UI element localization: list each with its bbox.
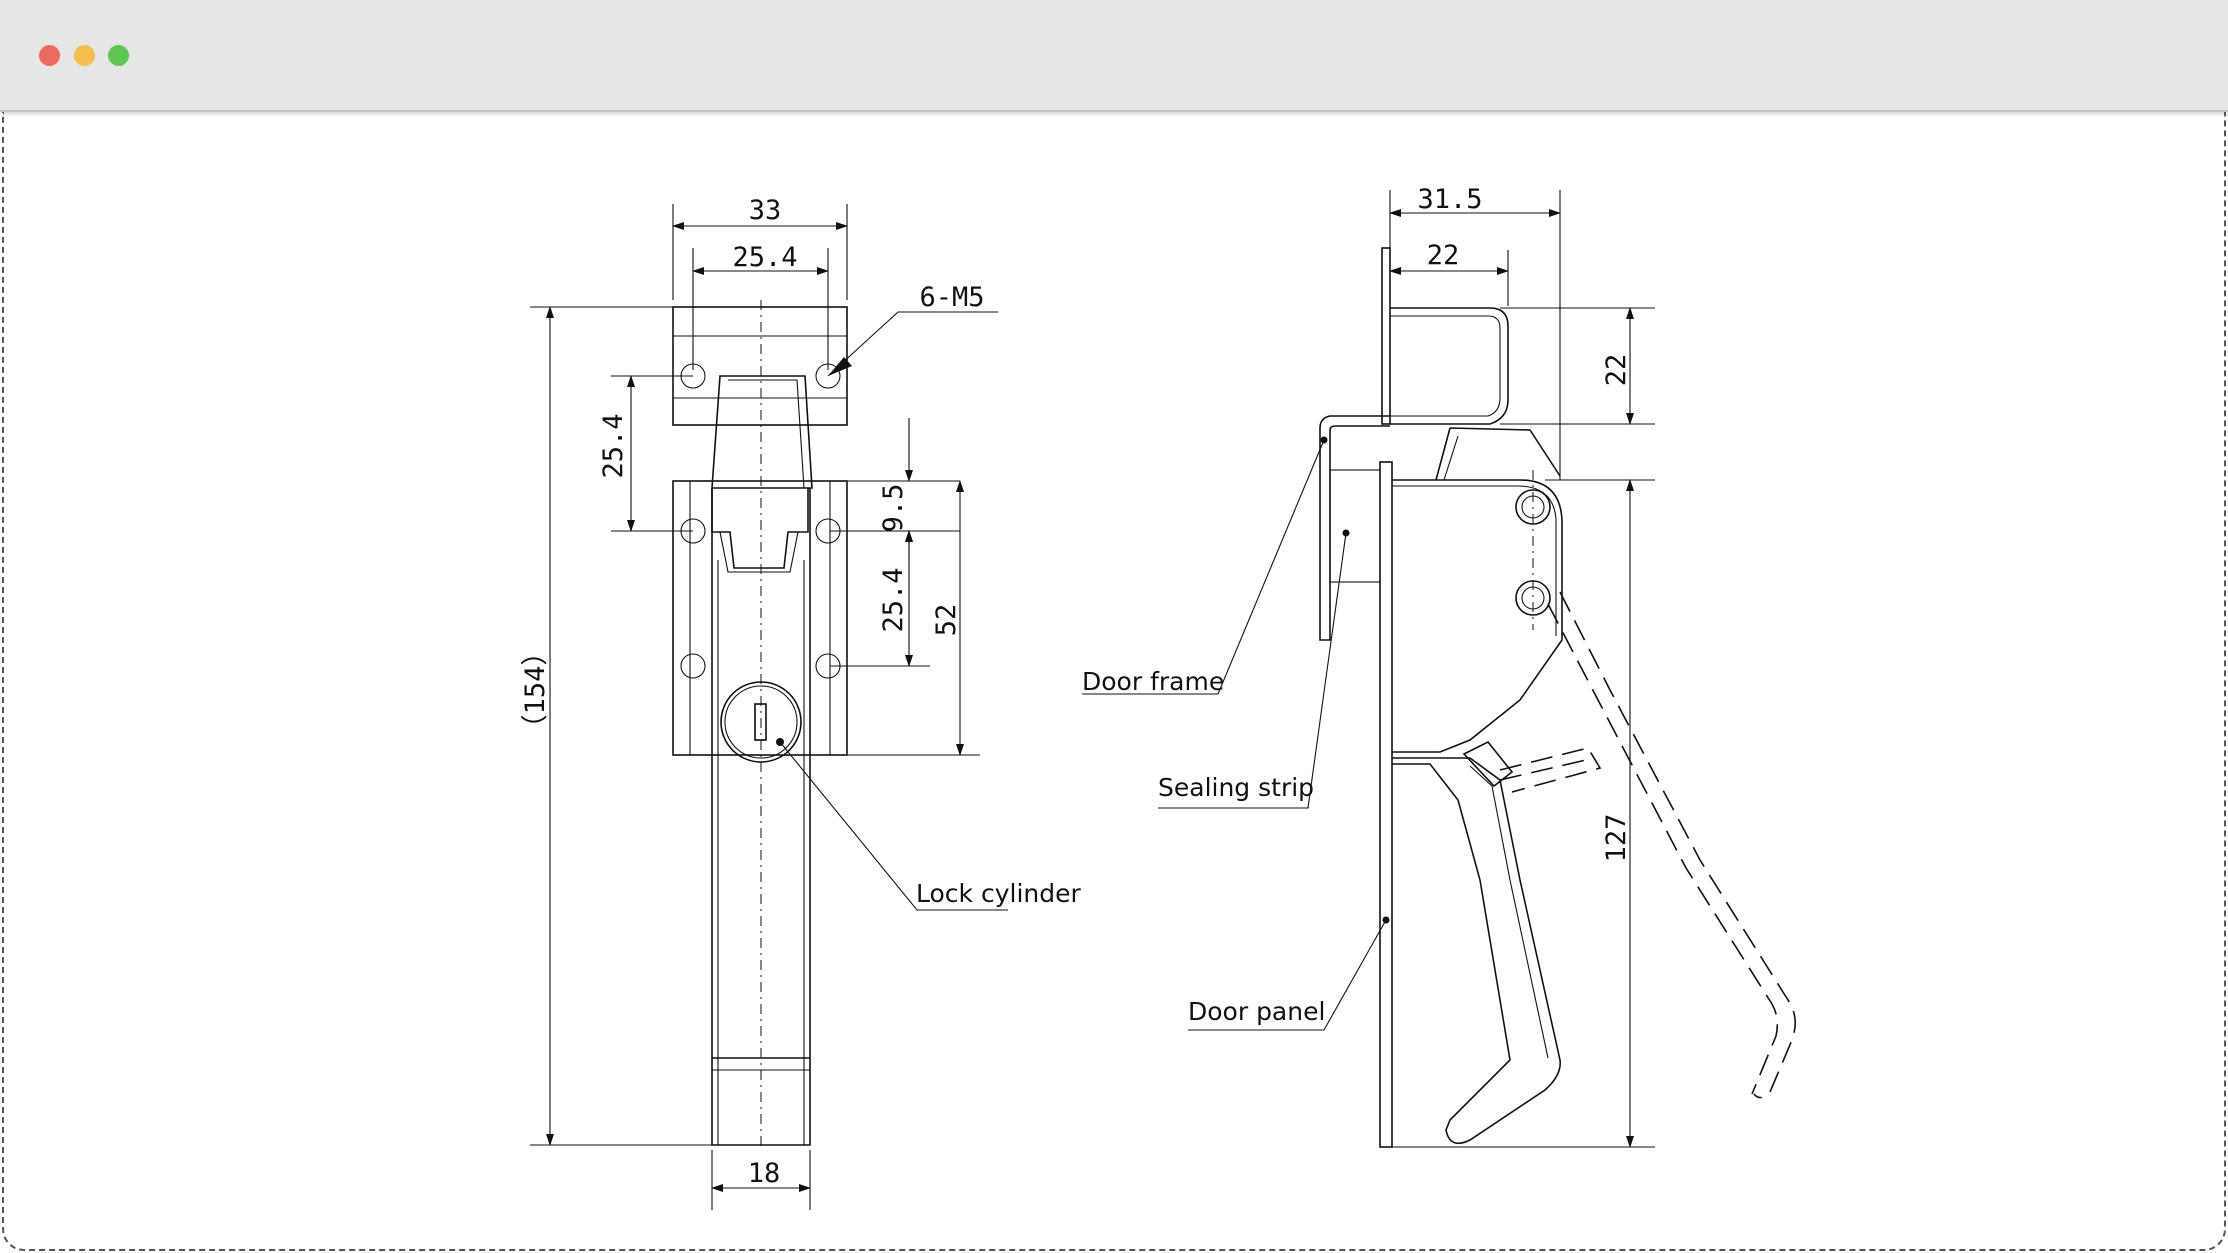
title-bar [0, 0, 2228, 112]
dim-22-horizontal: 22 [1427, 240, 1460, 271]
middle-mounting-block [672, 480, 848, 756]
front-view: 33 25.4 6-M5 25.4 （154） [520, 195, 1081, 1210]
dim-18: 18 [748, 1158, 781, 1189]
handle-open-stop [1499, 747, 1602, 793]
sealing-strip-leader [1158, 532, 1347, 809]
label-lock-cylinder: Lock cylinder [916, 879, 1081, 908]
door-frame-plate [1381, 247, 1391, 425]
handle-stop [1462, 740, 1514, 788]
door-panel-leader [1188, 919, 1387, 1031]
side-view: 31.5 22 22 127 Door frame Sealing strip [1082, 184, 1796, 1148]
dim-9-5: 9.5 [878, 484, 909, 533]
minimize-button[interactable] [74, 45, 95, 66]
latch-hook [1435, 427, 1561, 481]
door-frame-leader [1082, 439, 1325, 695]
keeper-bracket [1390, 307, 1509, 425]
close-button[interactable] [39, 45, 60, 66]
latch-tongue [711, 375, 813, 489]
lock-cylinder-leader [779, 741, 1008, 911]
dim-31-5: 31.5 [1417, 184, 1482, 215]
dim-25-4-left: 25.4 [598, 413, 629, 478]
label-sealing-strip: Sealing strip [1158, 773, 1314, 802]
door-frame [1319, 415, 1390, 641]
dim-154: （154） [520, 639, 551, 742]
dim-127: 127 [1601, 814, 1632, 863]
handle-closed [1392, 757, 1562, 1145]
dim-25-4-right: 25.4 [878, 567, 909, 632]
dim-33: 33 [749, 195, 782, 226]
sealing-strip [1329, 469, 1381, 583]
label-door-frame: Door frame [1082, 667, 1224, 696]
dim-22-vertical: 22 [1601, 354, 1632, 387]
screw-hole-icon [680, 653, 706, 679]
dim-52: 52 [931, 604, 962, 637]
maximize-button[interactable] [108, 45, 129, 66]
handle-open-position [1559, 591, 1796, 1099]
label-door-panel: Door panel [1188, 997, 1325, 1026]
drawing-canvas [2, 112, 2226, 1251]
dim-6-m5: 6-M5 [919, 282, 984, 313]
dim-25-4-top: 25.4 [732, 242, 797, 273]
door-panel [1379, 461, 1393, 1148]
latch-notch [711, 488, 809, 569]
latch-body-side [1392, 479, 1563, 753]
